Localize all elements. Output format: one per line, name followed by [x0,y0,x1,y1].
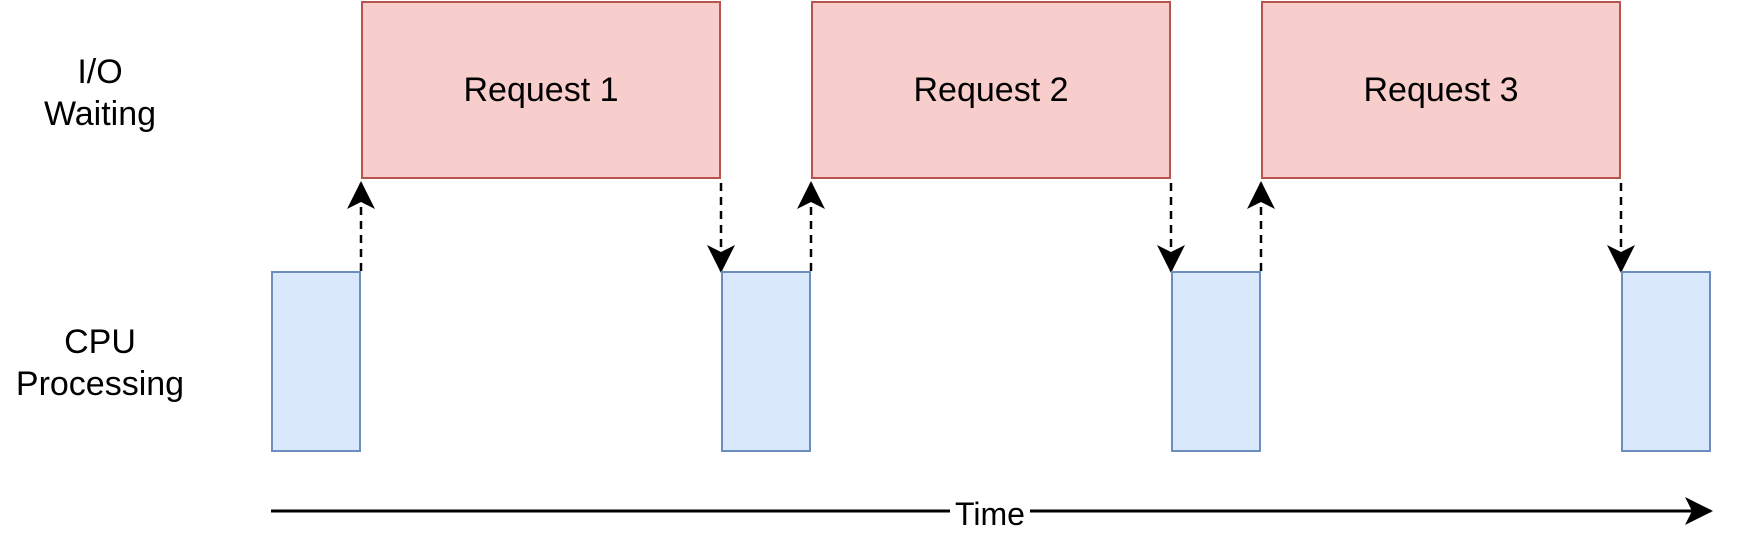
cpu-block-1 [271,271,361,452]
time-axis-label: Time [950,494,1030,534]
cpu-label-line2: Processing [15,365,185,403]
cpu-processing-row-label: CPU Processing [0,321,200,405]
request-2-label: Request 2 [913,70,1069,109]
io-waiting-row-label: I/O Waiting [0,51,200,135]
io-label-line1: I/O [77,53,123,91]
io-label-line2: Waiting [43,95,157,133]
request-2-box: Request 2 [811,1,1171,179]
cpu-block-2 [721,271,811,452]
request-3-label: Request 3 [1363,70,1519,109]
cpu-block-4 [1621,271,1711,452]
request-3-box: Request 3 [1261,1,1621,179]
request-1-box: Request 1 [361,1,721,179]
request-1-label: Request 1 [463,70,619,109]
cpu-label-line1: CPU [64,323,136,361]
cpu-block-3 [1171,271,1261,452]
